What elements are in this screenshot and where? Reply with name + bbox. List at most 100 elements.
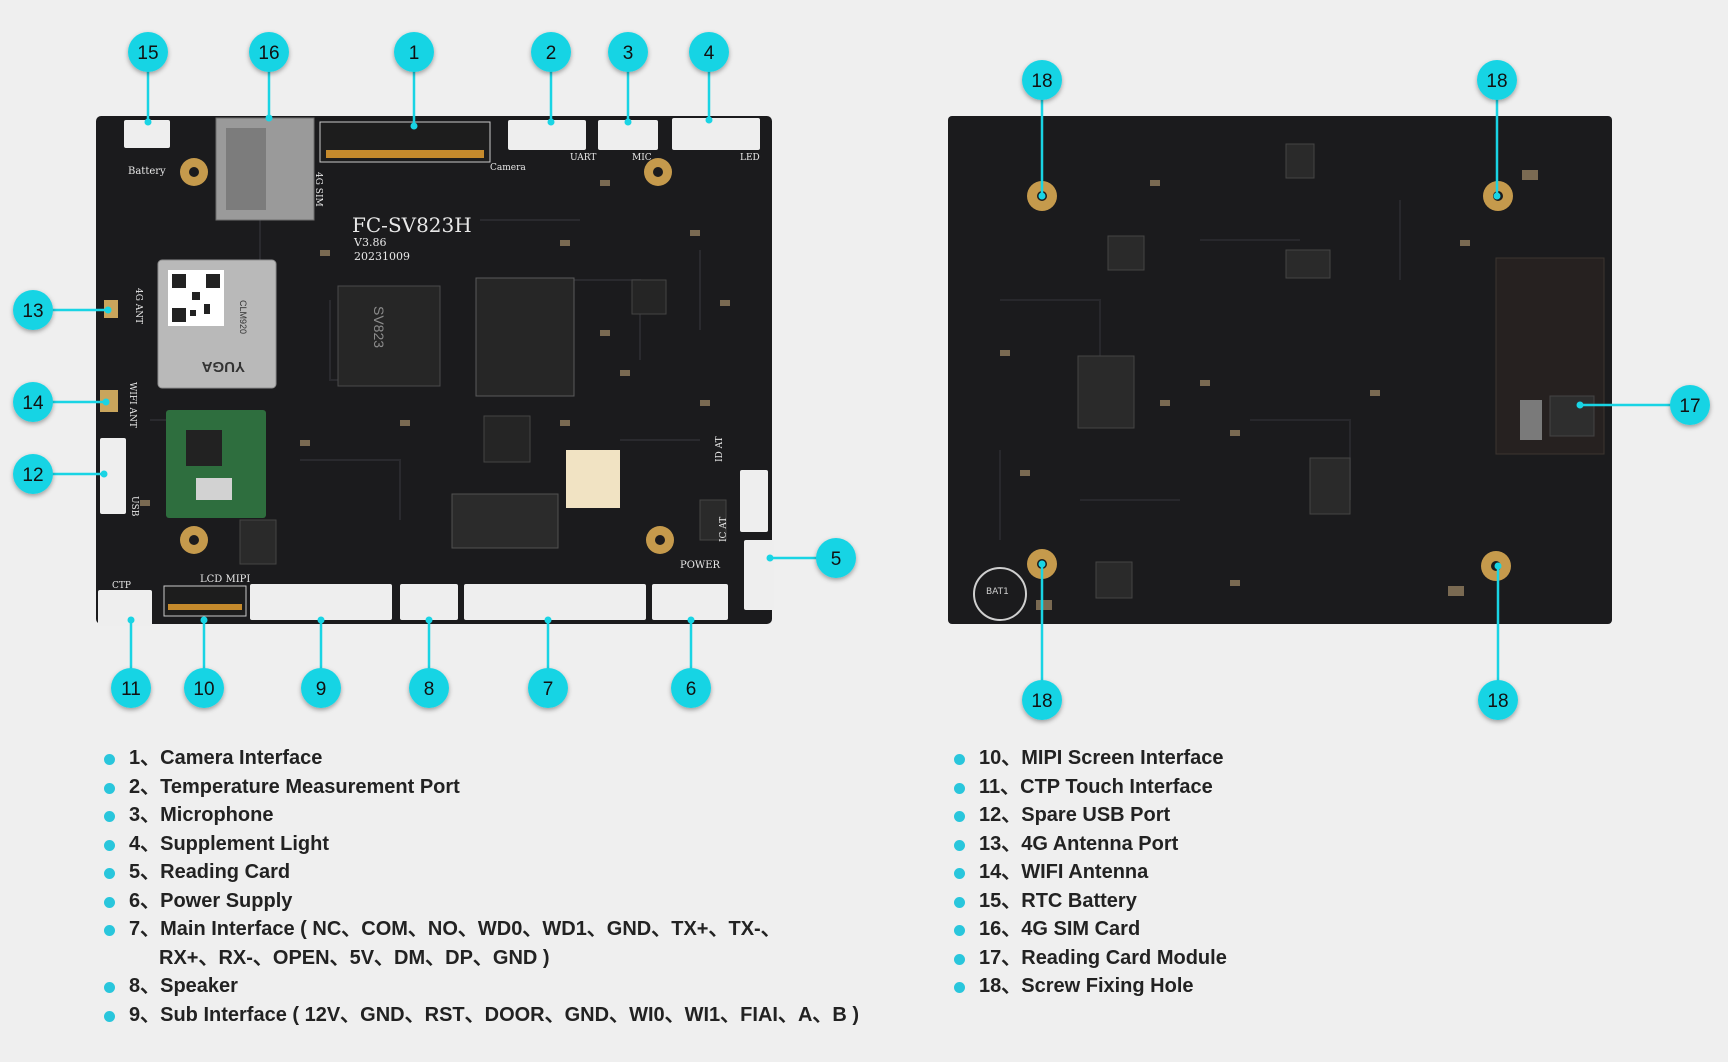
legend-item: 7、Main Interface ( NC、COM、NO、WD0、WD1、GND… <box>104 915 864 972</box>
smd-components <box>140 180 730 506</box>
lcd-mipi-connector <box>163 585 247 617</box>
rtc-battery-connector <box>124 120 170 148</box>
callout-marker: 13 <box>13 290 53 330</box>
power-connector <box>652 584 728 620</box>
back-chip <box>1285 143 1315 179</box>
callout-marker-label: 18 <box>1031 71 1052 92</box>
small-chip <box>699 499 727 541</box>
front-screw-hole <box>180 158 208 186</box>
callout-marker: 18 <box>1022 680 1062 720</box>
legend-item-continuation: RX+、RX-、OPEN、5V、DM、DP、GND ) <box>159 946 550 969</box>
legend-bullet-icon <box>954 953 965 965</box>
callout-marker: 11 <box>111 668 151 708</box>
legend-bullet-icon <box>954 982 965 993</box>
legend-bullet-icon <box>104 982 115 993</box>
4g-ant-silk: 4G ANT <box>133 288 143 324</box>
legend-item: 6、Power Supply <box>104 887 864 916</box>
legend-item-text: 9、Sub Interface ( 12V、GND、RST、DOOR、GND、W… <box>129 1003 860 1026</box>
callout-marker: 10 <box>184 668 224 708</box>
legend-bullet-icon <box>954 811 965 822</box>
back-chip <box>1077 355 1135 429</box>
qr-pattern <box>172 274 220 322</box>
main-soc-chip <box>337 285 441 387</box>
legend-item: 3、Microphone <box>104 801 864 830</box>
callout-marker: 17 <box>1670 385 1710 425</box>
legend-item-text: 10、MIPI Screen Interface <box>979 747 1224 769</box>
legend-bullet-icon <box>104 839 115 851</box>
legend-item: 12、Spare USB Port <box>954 801 1514 830</box>
relay <box>566 450 620 508</box>
callout-marker-label: 17 <box>1679 396 1700 417</box>
callout-marker-label: 9 <box>316 679 327 700</box>
callout-marker-label: 15 <box>137 43 158 64</box>
legend-bullet-icon <box>954 868 965 879</box>
legend-item-text: 12、Spare USB Port <box>979 804 1171 826</box>
temp-port-connector <box>508 120 586 150</box>
callout-marker: 6 <box>671 668 711 708</box>
legend-item: 11、CTP Touch Interface <box>954 773 1514 802</box>
callout-marker-label: 12 <box>22 465 43 486</box>
power-silk: POWER <box>680 560 721 571</box>
small-chip <box>483 415 531 463</box>
back-chip <box>1309 457 1351 515</box>
legend-item-text: 4、Supplement Light <box>129 832 329 855</box>
coin-battery-outline: BAT1 <box>973 567 1027 621</box>
legend-item: 17、Reading Card Module <box>954 944 1514 973</box>
legend-bullet-icon <box>104 782 115 794</box>
wifi-module-crystal <box>196 478 232 500</box>
wifi-module-chip <box>186 430 222 466</box>
callout-marker-label: 14 <box>22 393 44 414</box>
front-screw-hole <box>644 158 672 186</box>
camera-silk: Camera <box>490 163 526 173</box>
legend-bullet-icon <box>954 839 965 851</box>
legend-bullet-icon <box>954 782 965 794</box>
callout-marker-label: 6 <box>686 679 697 700</box>
legend-item-text: 1、Camera Interface <box>129 747 323 769</box>
callout-marker: 18 <box>1477 60 1517 100</box>
callout-markers: 15 16 1 2 3 4 13 14 12 5 11 10 9 8 7 6 1… <box>13 32 1710 720</box>
callout-marker: 18 <box>1478 680 1518 720</box>
ethernet-transformer <box>451 493 559 549</box>
led-connector <box>672 118 760 150</box>
callout-marker-label: 7 <box>543 679 554 700</box>
callout-marker: 5 <box>816 538 856 578</box>
lcd-mipi-silk: LCD MIPI <box>200 574 250 585</box>
legend-bullet-icon <box>954 896 965 908</box>
mic-silk: MIC <box>632 153 652 163</box>
callout-marker-label: 8 <box>424 679 435 700</box>
front-screw-hole <box>646 526 674 554</box>
legend-item-text: 11、CTP Touch Interface <box>979 775 1213 798</box>
back-smd-components <box>1000 170 1538 610</box>
callout-marker-label: 1 <box>409 43 420 64</box>
legend-item-text: 2、Temperature Measurement Port <box>129 775 460 798</box>
legend-bullet-icon <box>954 754 965 765</box>
callout-marker-label: 5 <box>831 549 842 570</box>
legend-item-text: 13、4G Antenna Port <box>979 832 1179 855</box>
bat-silk: BAT1 <box>986 587 1009 597</box>
legend-item: 18、Screw Fixing Hole <box>954 972 1514 1001</box>
legend-item: 5、Reading Card <box>104 858 864 887</box>
legend-item: 13、4G Antenna Port <box>954 830 1514 859</box>
callout-marker-label: 18 <box>1486 71 1507 92</box>
callout-marker: 1 <box>394 32 434 72</box>
callout-marker-label: 10 <box>193 679 214 700</box>
legend-bullet-icon <box>104 811 115 822</box>
uart-silk: UART <box>570 153 596 163</box>
callout-anchor-dots <box>100 114 1584 624</box>
memory-chip <box>475 277 575 397</box>
lcd-mipi-pins <box>168 604 242 610</box>
callout-marker: 3 <box>608 32 648 72</box>
id-at-silk: ID AT <box>715 436 725 462</box>
wifi-ant-silk: WIFI ANT <box>127 382 137 428</box>
board-date-silk: 20231009 <box>354 250 410 263</box>
callout-marker: 18 <box>1022 60 1062 100</box>
callout-marker: 9 <box>301 668 341 708</box>
callout-marker: 8 <box>409 668 449 708</box>
callout-marker-label: 13 <box>22 301 43 322</box>
main-interface-connector <box>464 584 646 620</box>
board-version-silk: V3.86 <box>353 236 386 249</box>
callout-marker-label: 16 <box>258 43 279 64</box>
4g-module-brand: YUGA <box>201 358 245 375</box>
main-soc-label: SV823 <box>371 306 387 348</box>
legend-item: 10、MIPI Screen Interface <box>954 744 1514 773</box>
